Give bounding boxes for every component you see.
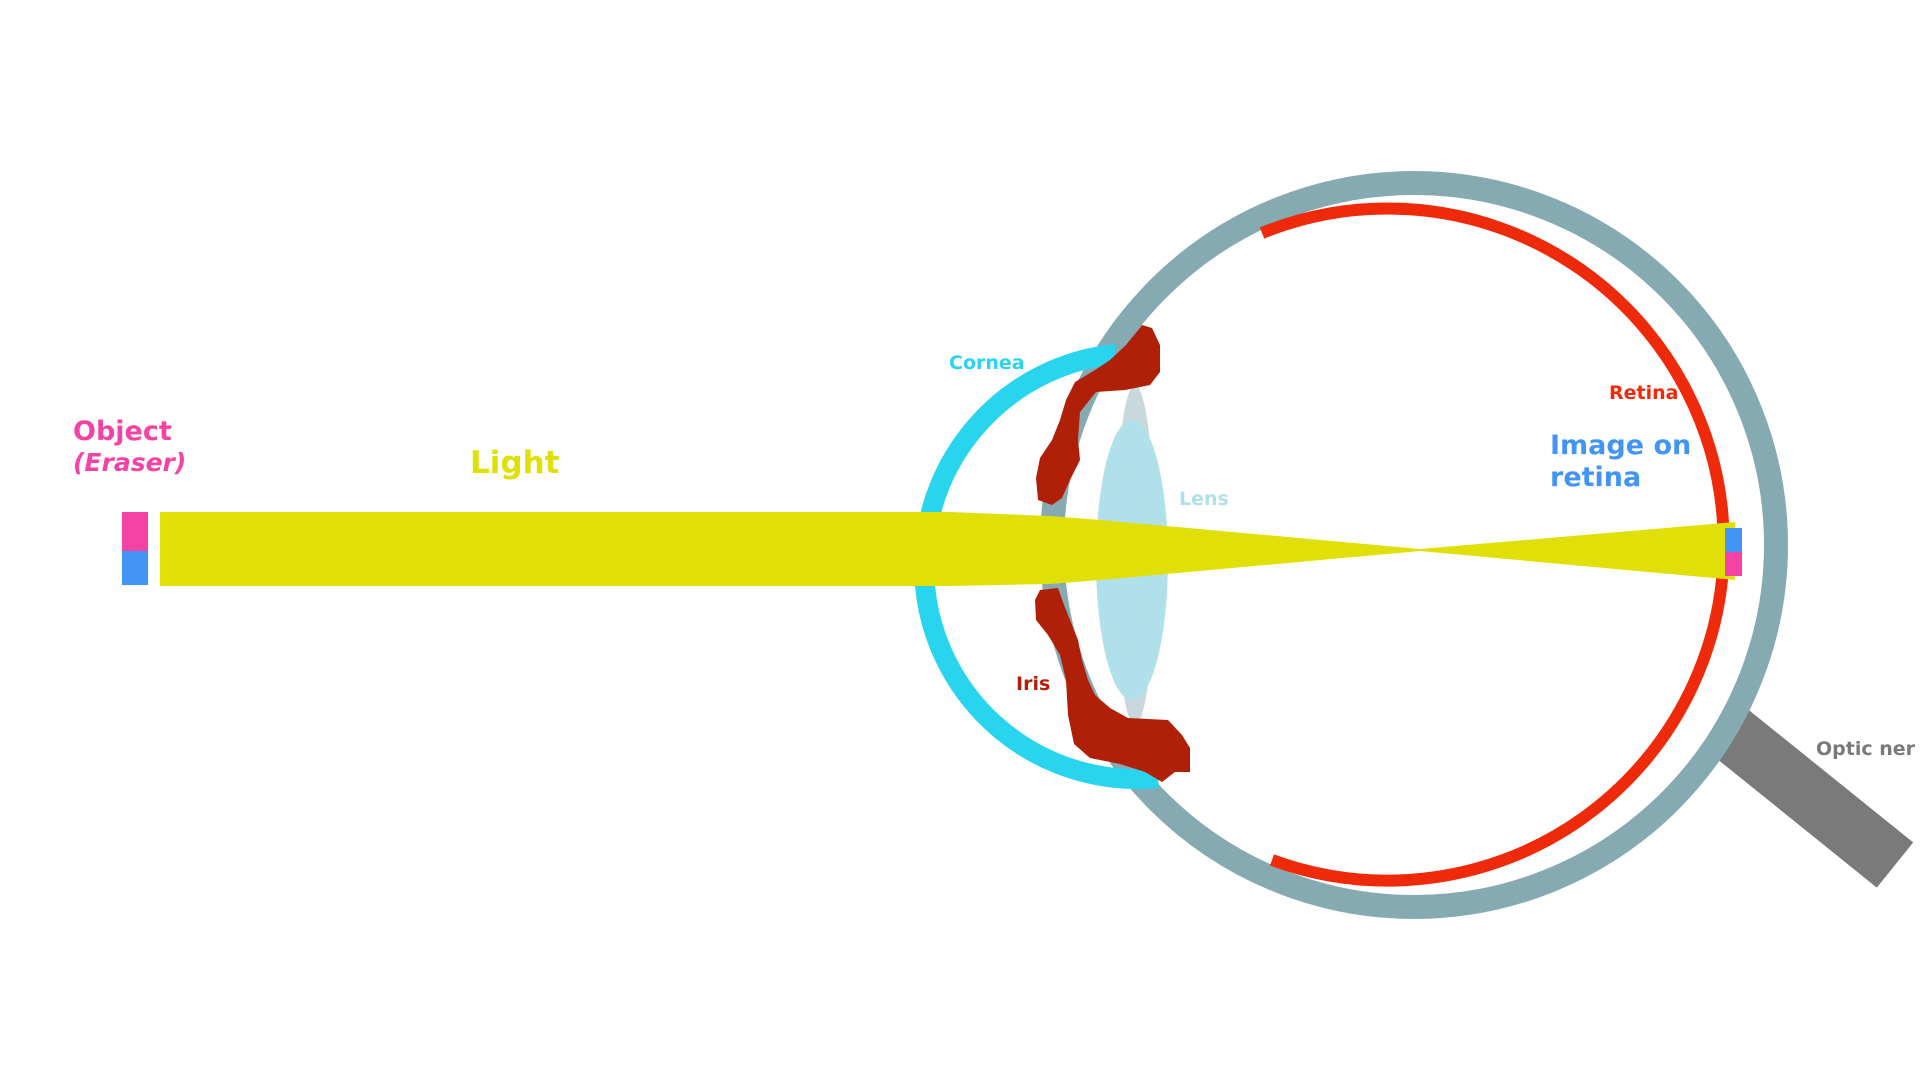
retina-image-bottom [1725,552,1742,576]
cornea-label: Cornea [949,352,1025,374]
optic-nerve-label: Optic ner [1816,738,1916,760]
cornea [913,344,1159,790]
iris-bottom [1035,588,1190,782]
object-sublabel: (Eraser) [73,448,186,477]
retina-image-top [1725,528,1742,552]
iris-label: Iris [1016,673,1050,695]
light-beam [160,512,1735,586]
image-on-retina-label-line1: Image on [1550,430,1691,461]
retina-label: Retina [1609,382,1678,404]
object-eraser-bottom [122,551,148,585]
object-label: Object [73,416,172,447]
iris-top [1036,325,1160,505]
light-label: Light [470,445,560,481]
image-on-retina-label-line2: retina [1550,462,1641,493]
optic-nerve [1696,697,1914,888]
object-eraser-top [122,512,148,551]
lens-label: Lens [1179,488,1229,510]
